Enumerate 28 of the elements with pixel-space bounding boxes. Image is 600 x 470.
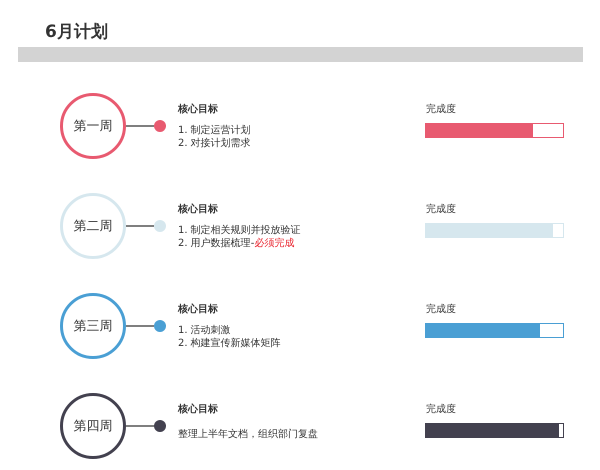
goal-item: 1. 制定相关规则并投放验证 <box>178 224 301 237</box>
dot-marker <box>154 420 166 432</box>
goal-item: 2. 用户数据梳理-必须完成 <box>178 236 294 250</box>
goal-heading: 核心目标 <box>178 302 218 316</box>
goal-heading: 核心目标 <box>178 102 218 116</box>
dot-marker <box>154 120 166 132</box>
connector-line <box>126 225 154 227</box>
week-circle: 第四周 <box>60 393 126 459</box>
connector-line <box>126 325 154 327</box>
progress-label: 完成度 <box>426 402 456 416</box>
dot-marker <box>154 220 166 232</box>
goal-item: 1. 制定运营计划 <box>178 124 251 137</box>
dot-marker <box>154 320 166 332</box>
connector-line <box>126 125 154 127</box>
page-title: 6月计划 <box>45 21 108 43</box>
week-circle: 第一周 <box>60 93 126 159</box>
goal-item: 2. 构建宣传新媒体矩阵 <box>178 336 281 350</box>
goal-heading: 核心目标 <box>178 202 218 216</box>
progress-label: 完成度 <box>426 202 456 216</box>
goal-heading: 核心目标 <box>178 402 218 416</box>
week-circle: 第三周 <box>60 293 126 359</box>
progress-label: 完成度 <box>426 302 456 316</box>
goal-item: 整理上半年文档，组织部门复盘 <box>178 428 318 441</box>
week-circle: 第二周 <box>60 193 126 259</box>
goal-item: 1. 活动刺激 <box>178 324 231 337</box>
goal-item: 2. 对接计划需求 <box>178 136 251 150</box>
connector-line <box>126 425 154 427</box>
progress-label: 完成度 <box>426 102 456 116</box>
